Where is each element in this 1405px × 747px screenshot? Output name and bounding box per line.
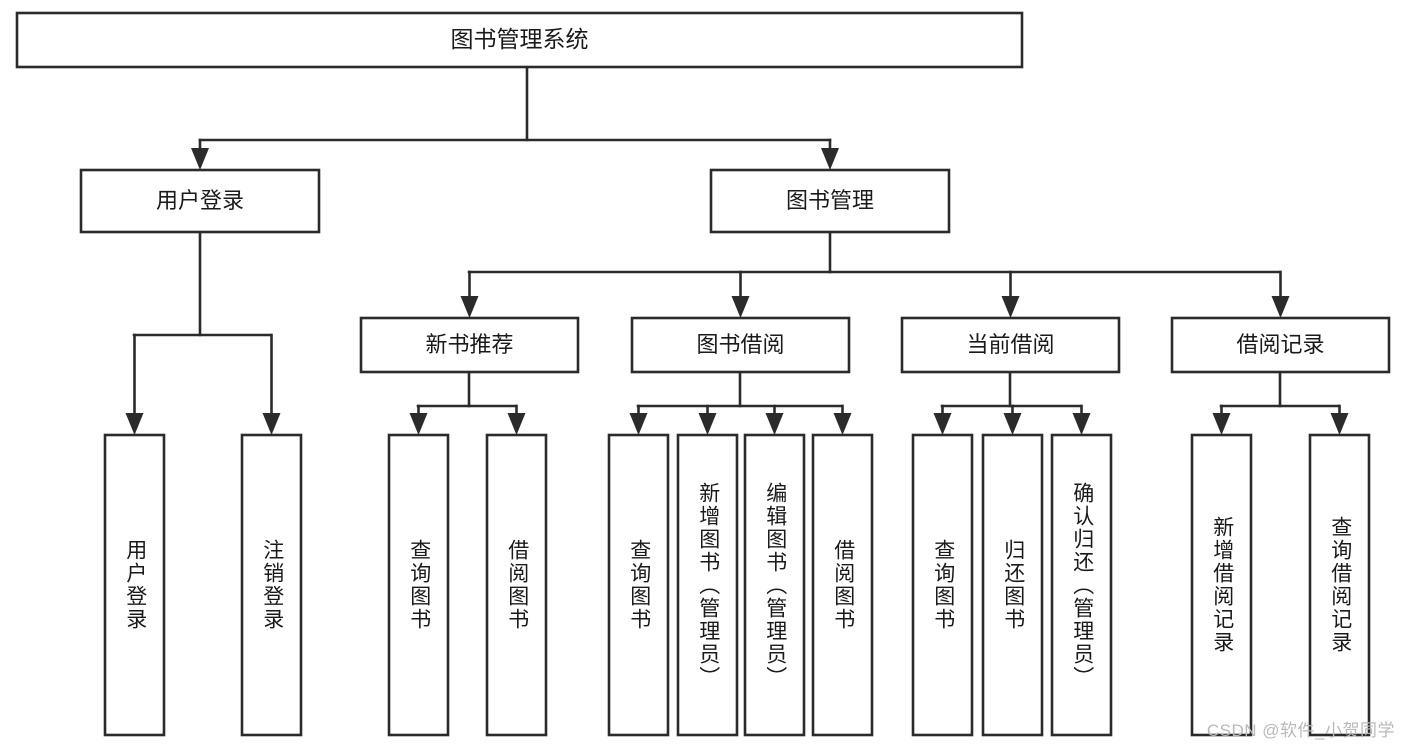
node-label-user-login: 用户登录	[156, 188, 244, 213]
node-box-root[interactable]	[15, 11, 1024, 69]
node-bb-query-book[interactable]	[607, 433, 670, 737]
node-root[interactable]: 图书管理系统	[15, 11, 1024, 69]
node-leaf-logout[interactable]	[240, 433, 303, 737]
node-label-new-book-recommend: 新书推荐	[425, 332, 513, 357]
arrow-head-icon-br-query-record	[1330, 413, 1349, 435]
node-box-cb-query-book[interactable]	[911, 433, 974, 737]
arrow-head-icon-cb-confirm-return	[1072, 413, 1091, 435]
node-label-current-borrow: 当前借阅	[966, 332, 1054, 357]
node-label-root: 图书管理系统	[451, 26, 589, 52]
node-bb-edit-book[interactable]	[743, 433, 806, 737]
node-bb-borrow-book[interactable]	[811, 433, 874, 737]
node-box-br-query-record[interactable]	[1308, 433, 1371, 737]
arrow-head-icon-nbr-query-book	[409, 413, 428, 435]
arrow-head-icon-cb-query-book	[933, 413, 952, 435]
node-current-borrow[interactable]: 当前借阅	[900, 316, 1121, 374]
node-box-user-login[interactable]	[79, 168, 321, 234]
watermark-text: CSDN @软件_小贺同学	[1206, 721, 1395, 740]
node-box-br-add-record[interactable]	[1190, 433, 1253, 737]
node-box-leaf-user-login[interactable]	[103, 433, 166, 737]
node-cb-return-book[interactable]	[981, 433, 1044, 737]
node-box-nbr-borrow-book[interactable]	[485, 433, 548, 737]
arrow-head-icon-bb-add-book	[698, 413, 717, 435]
arrow-head-icon-bb-borrow-book	[833, 413, 852, 435]
arrow-head-icon-user-login	[191, 148, 209, 170]
arrow-head-icon-nbr-borrow-book	[507, 413, 526, 435]
node-box-bb-add-book[interactable]	[676, 433, 739, 737]
node-user-login[interactable]: 用户登录	[79, 168, 321, 234]
arrow-head-icon-current-borrow	[1001, 296, 1020, 318]
node-book-management[interactable]: 图书管理	[709, 168, 951, 234]
node-br-add-record[interactable]	[1190, 433, 1253, 737]
arrow-head-icon-borrow-record	[1271, 296, 1290, 318]
node-box-borrow-record[interactable]	[1170, 316, 1391, 374]
node-br-query-record[interactable]	[1308, 433, 1371, 737]
node-cb-confirm-return[interactable]	[1050, 433, 1113, 737]
node-nbr-query-book[interactable]	[387, 433, 450, 737]
arrow-head-icon-leaf-logout	[262, 413, 281, 435]
node-box-book-borrow[interactable]	[630, 316, 851, 374]
arrow-head-icon-br-add-record	[1212, 413, 1231, 435]
node-label-book-borrow: 图书借阅	[696, 332, 784, 357]
arrow-head-icon-new-book-recommend	[460, 296, 479, 318]
node-leaf-user-login[interactable]	[103, 433, 166, 737]
node-box-cb-return-book[interactable]	[981, 433, 1044, 737]
node-box-bb-edit-book[interactable]	[743, 433, 806, 737]
node-box-book-management[interactable]	[709, 168, 951, 234]
node-borrow-record[interactable]: 借阅记录	[1170, 316, 1391, 374]
node-box-new-book-recommend[interactable]	[359, 316, 580, 374]
node-box-nbr-query-book[interactable]	[387, 433, 450, 737]
connectors-layer	[125, 65, 1349, 435]
node-box-cb-confirm-return[interactable]	[1050, 433, 1113, 737]
node-new-book-recommend[interactable]: 新书推荐	[359, 316, 580, 374]
node-bb-add-book[interactable]	[676, 433, 739, 737]
arrow-head-icon-cb-return-book	[1003, 413, 1022, 435]
node-book-borrow[interactable]: 图书借阅	[630, 316, 851, 374]
node-box-leaf-logout[interactable]	[240, 433, 303, 737]
arrow-head-icon-book-borrow	[731, 296, 750, 318]
node-box-current-borrow[interactable]	[900, 316, 1121, 374]
arrow-head-icon-book-management	[821, 148, 839, 170]
node-cb-query-book[interactable]	[911, 433, 974, 737]
arrow-head-icon-bb-edit-book	[765, 413, 784, 435]
node-box-bb-query-book[interactable]	[607, 433, 670, 737]
node-nbr-borrow-book[interactable]	[485, 433, 548, 737]
node-label-book-management: 图书管理	[786, 188, 874, 213]
arrow-head-icon-leaf-user-login	[125, 413, 144, 435]
node-box-bb-borrow-book[interactable]	[811, 433, 874, 737]
node-label-borrow-record: 借阅记录	[1236, 332, 1324, 357]
arrow-head-icon-bb-query-book	[629, 413, 648, 435]
